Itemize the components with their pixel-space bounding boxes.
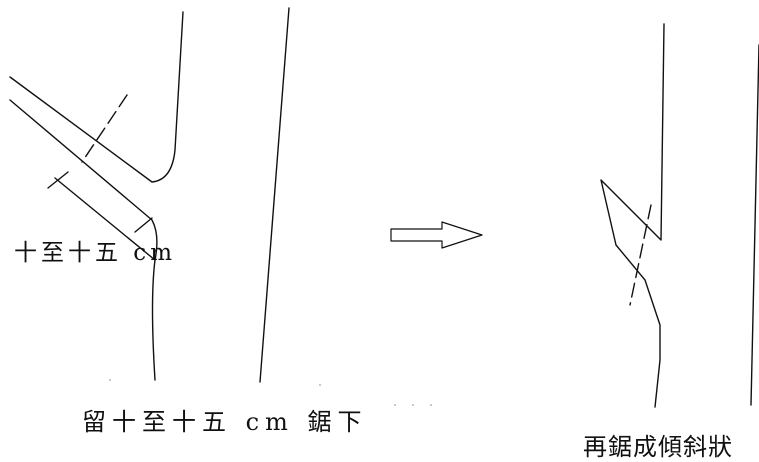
trunk-right-edge-after [750,44,759,406]
step1-caption: 留十至十五 cm 鋸下 [82,408,368,436]
left-trunk-and-branch [9,7,290,383]
measure-tick-end [134,217,153,233]
step2-caption: 再鋸成傾斜狀 [583,433,733,461]
measure-label: 十至十五 cm [14,240,177,266]
cut-guide-slanted-dashed [629,204,652,306]
right-trunk-after-cut [600,23,759,408]
cut-guide-dashed [81,94,128,163]
measure-line [54,177,156,261]
trunk-left-edge [9,11,184,183]
scan-dots [109,379,432,406]
right-arrow-icon [390,221,483,249]
trunk-stub-cut-edge [600,23,665,408]
trunk-right-edge [259,7,290,383]
measure-tick-start [47,171,69,189]
